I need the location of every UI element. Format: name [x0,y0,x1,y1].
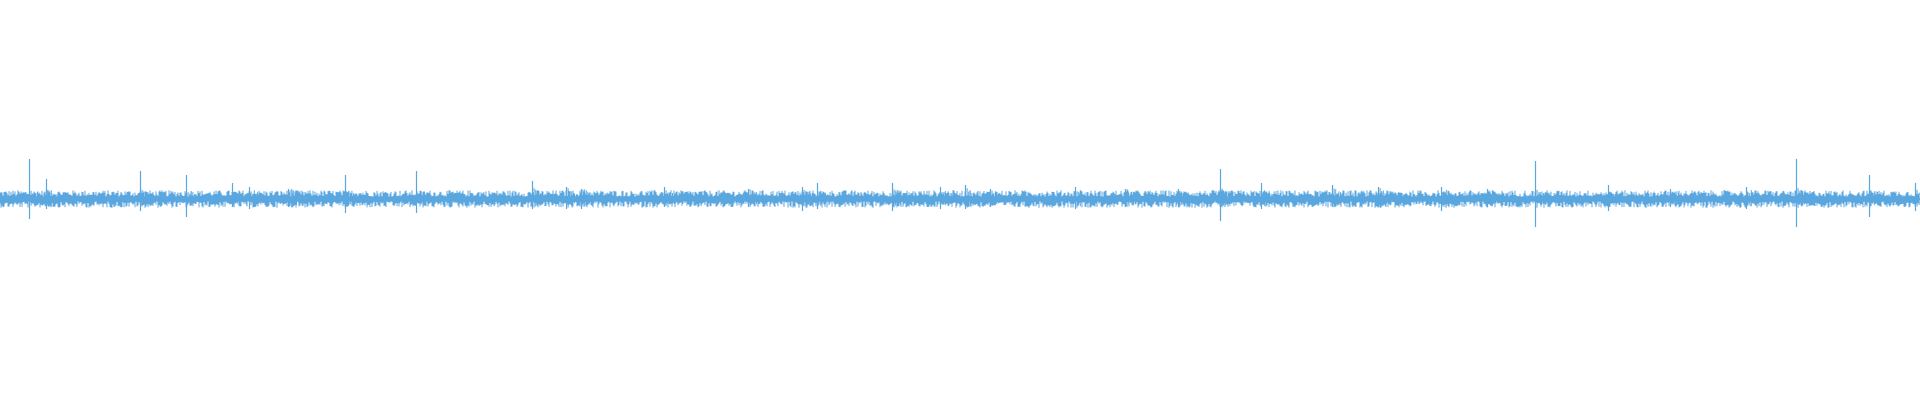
waveform-burst [1536,189,1551,207]
waveform-burst [1126,189,1141,207]
waveform-burst [47,189,62,207]
waveform-burst [233,190,248,206]
waveform-burst [941,191,956,206]
waveform-burst [1747,190,1762,207]
waveform-burst [665,190,680,206]
waveform-burst [1671,191,1686,206]
waveform-trace [0,159,1920,227]
waveform-burst [582,189,597,207]
waveform-burst [417,191,432,205]
waveform-burst [1076,189,1091,207]
waveform-burst [30,190,45,206]
waveform-burst [749,189,764,207]
waveform-burst [893,189,908,207]
waveform-burst [1870,190,1885,206]
waveform-burst [141,189,156,207]
waveform-burst [1797,188,1812,208]
waveform-burst [1609,192,1624,204]
waveform-burst [289,189,304,207]
waveform-burst [1916,189,1920,207]
waveform-burst [1379,188,1394,208]
waveform-burst [1221,188,1236,208]
waveform-burst [991,190,1006,206]
waveform-burst [1442,189,1457,207]
waveform-burst [818,190,833,206]
waveform-burst [346,190,361,206]
waveform-burst [1179,191,1194,206]
waveform-burst [187,191,202,206]
waveform-burst [250,190,265,206]
waveform-burst [966,188,981,208]
waveform-burst [1488,190,1503,206]
waveform-burst [533,188,548,208]
waveform-burst [1333,188,1348,208]
waveform-burst [1262,190,1277,206]
